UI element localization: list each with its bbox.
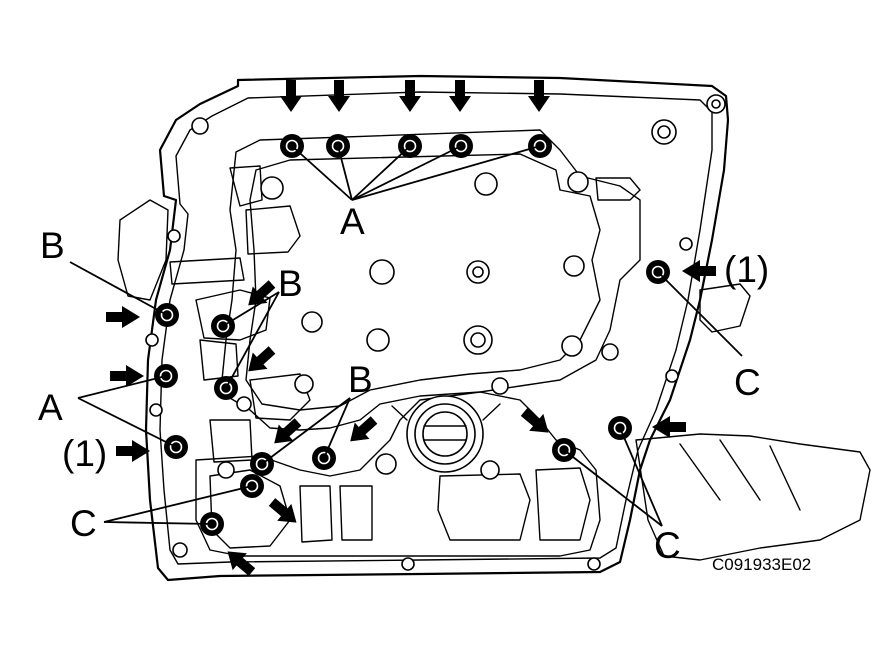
leader-lines xyxy=(69,145,743,527)
arrow-diagonal-icon xyxy=(248,280,276,306)
mounting-holes xyxy=(145,94,726,571)
valve-body-upper xyxy=(169,129,641,463)
label-b-right: B xyxy=(278,263,303,304)
oil-strainer xyxy=(391,395,501,473)
label-a-top: A xyxy=(340,201,365,242)
label-b-left: B xyxy=(40,225,65,266)
label-c-left: C xyxy=(70,503,97,544)
figure-code: C091933E02 xyxy=(712,555,811,574)
arrow-diagonal-icon xyxy=(268,498,297,523)
transmission-case-outline xyxy=(117,74,871,582)
arrows xyxy=(106,80,716,576)
arrow-down-icon xyxy=(528,80,550,112)
arrow-right-icon xyxy=(116,440,150,462)
arrow-right-icon xyxy=(106,306,140,328)
callout-labels: A B B A (1) B C (1) C C C091933E02 xyxy=(38,201,811,574)
arrow-diagonal-icon xyxy=(274,418,302,444)
arrow-down-icon xyxy=(280,80,302,112)
arrow-diagonal-icon xyxy=(248,346,276,372)
arrow-diagonal-icon xyxy=(227,551,256,576)
label-c-right-lower: C xyxy=(654,525,681,566)
label-b-center: B xyxy=(348,359,373,400)
label-one-left: (1) xyxy=(62,433,107,474)
label-one-right: (1) xyxy=(724,249,769,290)
arrow-down-icon xyxy=(449,80,471,112)
arrow-left-icon xyxy=(682,260,716,282)
arrow-right-icon xyxy=(110,365,144,387)
arrow-left-icon xyxy=(652,416,686,438)
label-c-right-upper: C xyxy=(734,362,761,403)
label-a-left: A xyxy=(38,387,63,428)
arrow-down-icon xyxy=(328,80,350,112)
arrow-diagonal-icon xyxy=(350,416,378,442)
arrow-down-icon xyxy=(399,80,421,112)
arrow-diagonal-icon xyxy=(520,408,549,433)
